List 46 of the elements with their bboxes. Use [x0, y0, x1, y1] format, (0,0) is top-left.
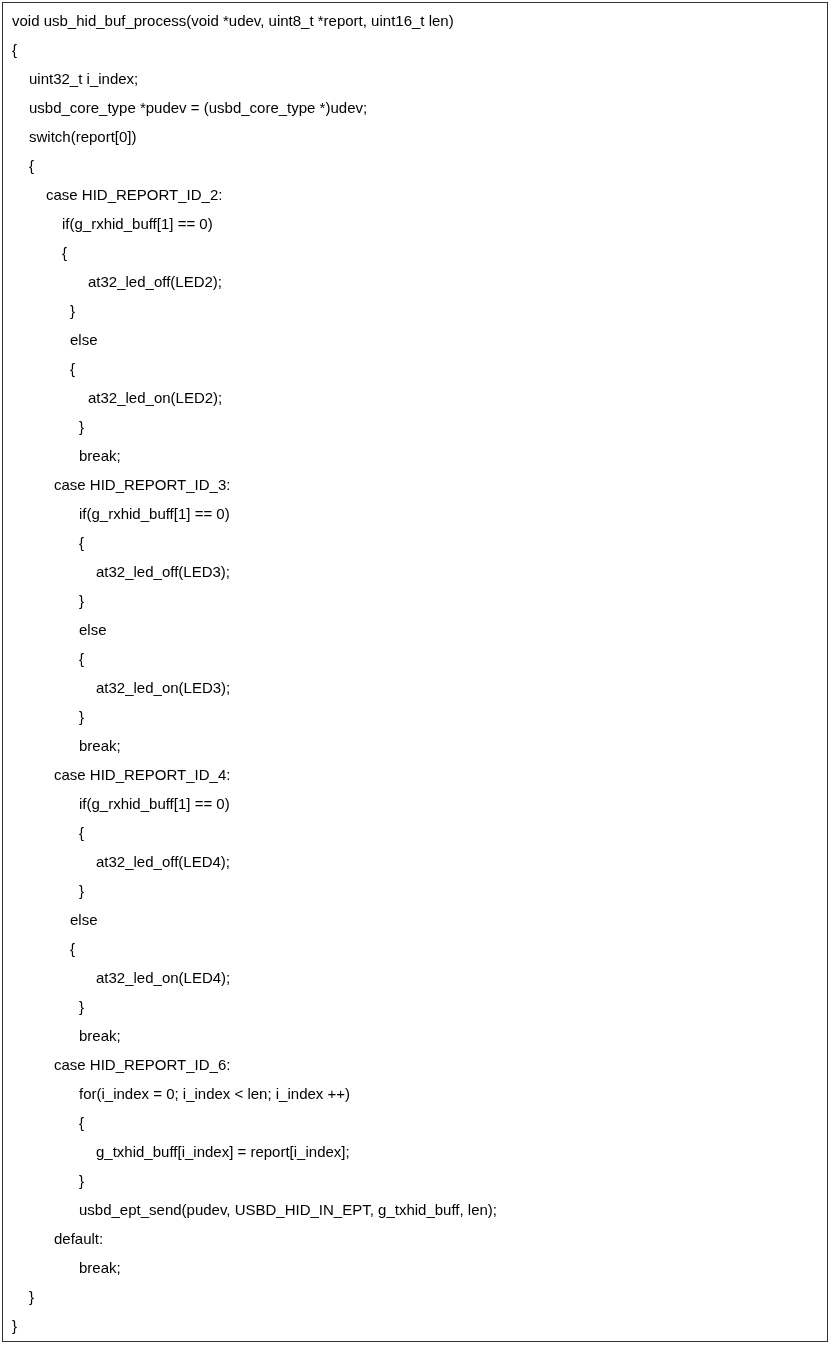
code-line: } [79, 998, 84, 1016]
code-line: void usb_hid_buf_process(void *udev, uint8_t *report, uint16_t len) [12, 12, 454, 30]
code-line: break; [79, 1027, 121, 1045]
code-line: at32_led_on(LED2); [88, 389, 223, 407]
code-line: if(g_rxhid_buff[1] == 0) [79, 505, 230, 523]
code-line: else [79, 621, 107, 639]
code-line: } [79, 592, 84, 610]
code-line: } [79, 1172, 84, 1190]
code-line: if(g_rxhid_buff[1] == 0) [79, 795, 230, 813]
code-line: case HID_REPORT_ID_6: [54, 1056, 231, 1074]
code-line: at32_led_off(LED4); [96, 853, 230, 871]
code-line: { [29, 157, 34, 175]
code-line: break; [79, 737, 121, 755]
code-line: { [79, 650, 84, 668]
code-line: } [79, 708, 84, 726]
code-line: case HID_REPORT_ID_3: [54, 476, 231, 494]
code-line: uint32_t i_index; [29, 70, 139, 88]
code-line: { [79, 534, 84, 552]
code-line: { [12, 41, 17, 59]
code-line: break; [79, 447, 121, 465]
code-line: at32_led_off(LED2); [88, 273, 222, 291]
code-line: } [79, 882, 84, 900]
code-line: usbd_core_type *pudev = (usbd_core_type *)udev; [29, 99, 368, 117]
code-line: { [70, 940, 75, 958]
code-line: for(i_index = 0; i_index < len; i_index ++) [79, 1085, 350, 1103]
code-line: default: [54, 1230, 104, 1248]
code-line: else [70, 331, 98, 349]
code-line: break; [79, 1259, 121, 1277]
code-line: { [79, 824, 84, 842]
code-line: case HID_REPORT_ID_4: [54, 766, 231, 784]
code-line: at32_led_on(LED3); [96, 679, 231, 697]
code-line: } [70, 302, 75, 320]
code-line: else [70, 911, 98, 929]
code-line: { [62, 244, 67, 262]
code-line: } [29, 1288, 34, 1306]
code-line: switch(report[0]) [29, 128, 137, 146]
code-line: at32_led_off(LED3); [96, 563, 230, 581]
code-line: } [79, 418, 84, 436]
code-line: at32_led_on(LED4); [96, 969, 231, 987]
code-line: } [12, 1317, 17, 1335]
code-line: case HID_REPORT_ID_2: [46, 186, 223, 204]
code-line: { [70, 360, 75, 378]
code-line: { [79, 1114, 84, 1132]
code-line: if(g_rxhid_buff[1] == 0) [62, 215, 213, 233]
code-line: usbd_ept_send(pudev, USBD_HID_IN_EPT, g_txhid_buff, len); [79, 1201, 498, 1219]
code-line: g_txhid_buff[i_index] = report[i_index]; [96, 1143, 350, 1161]
